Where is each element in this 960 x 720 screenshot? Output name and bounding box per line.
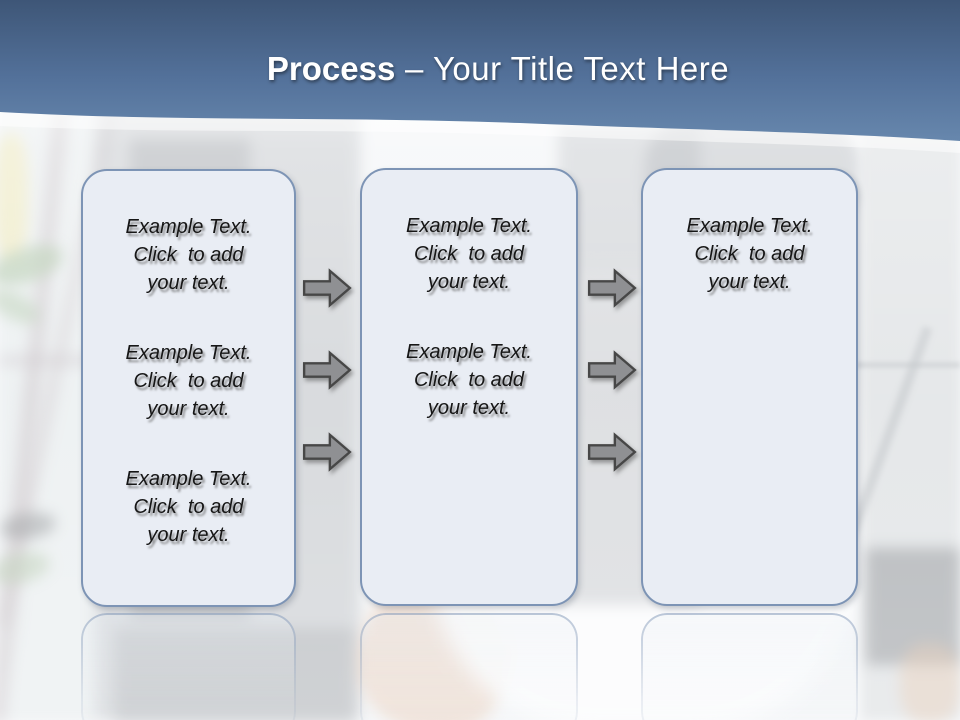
- right-arrow-icon[interactable]: [587, 350, 637, 390]
- slide-title[interactable]: Process – Your Title Text Here: [0, 50, 960, 88]
- title-keyword: Process: [266, 50, 396, 87]
- process-box-2[interactable]: Example Text. Click to add your text. Ex…: [360, 168, 578, 606]
- placeholder-text[interactable]: Example Text. Click to add your text.: [406, 215, 532, 293]
- box-reflection: [641, 613, 858, 720]
- process-box-3[interactable]: Example Text. Click to add your text.: [641, 168, 858, 606]
- right-arrow-icon[interactable]: [302, 350, 352, 390]
- title-subtitle: – Your Title Text Here: [395, 50, 730, 87]
- placeholder-text[interactable]: Example Text. Click to add your text.: [125, 342, 252, 420]
- header-blue-wave: [0, 0, 960, 141]
- placeholder-text[interactable]: Example Text. Click to add your text.: [406, 341, 532, 419]
- box-reflection: [81, 613, 296, 720]
- right-arrow-icon[interactable]: [587, 268, 637, 308]
- placeholder-text[interactable]: Example Text. Click to add your text.: [125, 216, 252, 294]
- right-arrow-icon[interactable]: [302, 268, 352, 308]
- placeholder-text[interactable]: Example Text. Click to add your text.: [125, 468, 252, 546]
- process-box-1[interactable]: Example Text. Click to add your text. Ex…: [81, 169, 296, 607]
- right-arrow-icon[interactable]: [302, 432, 352, 472]
- right-arrow-icon[interactable]: [587, 432, 637, 472]
- header-band: [0, 0, 960, 153]
- placeholder-text[interactable]: Example Text. Click to add your text.: [686, 215, 813, 293]
- box-reflection: [360, 613, 578, 720]
